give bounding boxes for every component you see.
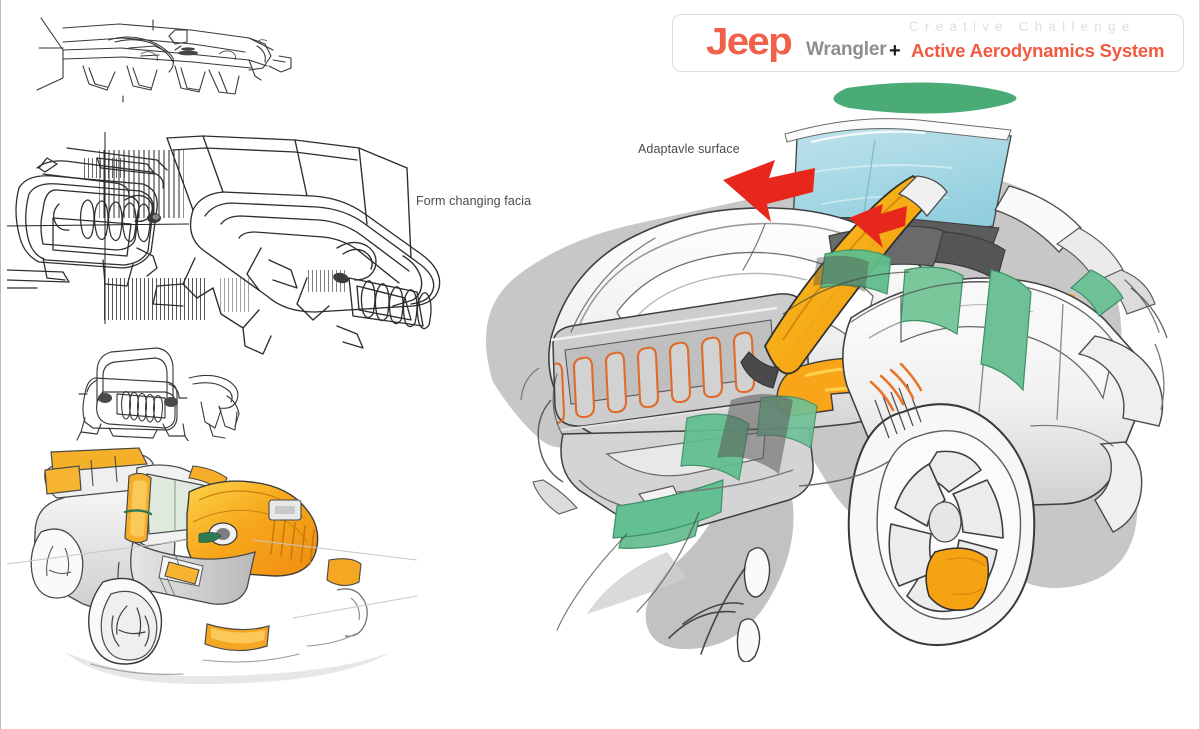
header-title-plaque: Jeep Wrangler + Creative Challenge Activ…	[672, 14, 1184, 72]
model-name-label: Wrangler	[806, 39, 887, 60]
main-hero-render-front-three-quarter	[431, 82, 1199, 663]
sketch-front-three-quarter-line	[6, 128, 457, 363]
airflow-leaf-marker	[833, 82, 1017, 114]
front-wheel	[847, 383, 1036, 647]
sketch-top-view-line	[23, 10, 303, 110]
callout-adaptable-surface: Adaptavle surface	[638, 142, 740, 156]
sketch-front-elevation-thumbnail	[73, 336, 263, 443]
active-aerodynamics-subtitle: Active Aerodynamics System	[911, 40, 1165, 61]
seven-slot-grille	[554, 331, 756, 425]
airflow-arrows	[723, 160, 907, 248]
sketch-rear-three-quarter-marker-render	[6, 438, 418, 706]
jeep-brand-logo: Jeep	[706, 21, 793, 63]
callout-form-changing-facia: Form changing facia	[416, 194, 532, 208]
plus-separator-icon: +	[889, 40, 901, 62]
creative-challenge-kicker: Creative Challenge	[909, 19, 1136, 34]
